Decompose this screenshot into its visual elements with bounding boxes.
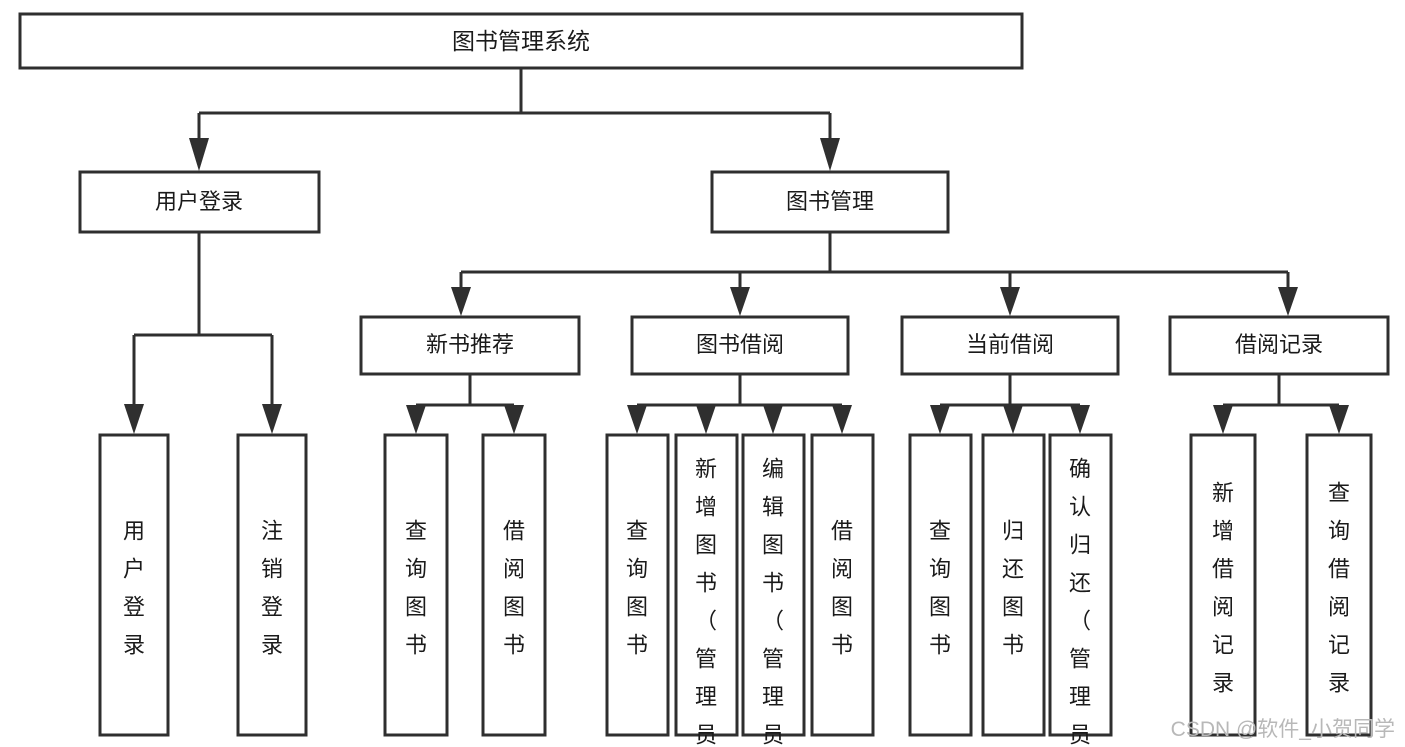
arrow-newbook-leaf-1: [406, 405, 426, 434]
leaf-node[interactable]: 用户登录: [98, 433, 170, 737]
leaf-node[interactable]: 新增图书（管理员）: [674, 433, 739, 747]
leaf-node[interactable]: 查询图书: [605, 433, 670, 737]
leaf-label: 确认归还（管理员）: [1069, 457, 1091, 747]
arrow-bookmgmt-to-newbook: [451, 287, 471, 316]
leaf-label: 查询图书: [405, 519, 427, 658]
leaf-layer: 用户登录 注销登录 查询图书 借阅图书 查询图书 新增图书（管理员）: [98, 433, 1373, 747]
arrow-bookmgmt-to-record: [1278, 287, 1298, 316]
leaf-box: [236, 433, 308, 737]
leaf-box: [1305, 433, 1373, 737]
node-user-login-label: 用户登录: [155, 189, 243, 214]
leaf-label: 新增图书（管理员）: [695, 457, 717, 747]
arrow-root-to-book-mgmt: [820, 138, 840, 171]
node-root-box: [18, 12, 1024, 70]
node-borrow-record[interactable]: 借阅记录: [1168, 315, 1390, 376]
leaf-node[interactable]: 查询借阅记录: [1305, 433, 1373, 737]
leaf-label: 注销登录: [261, 519, 283, 658]
node-current-borrow[interactable]: 当前借阅: [900, 315, 1120, 376]
leaf-label: 查询图书: [929, 519, 951, 658]
leaf-box: [1048, 433, 1113, 737]
arrow-borrow-leaf-1: [627, 405, 647, 434]
leaf-label: 查询借阅记录: [1328, 481, 1350, 696]
arrow-userlogin-leaf-1: [124, 404, 144, 434]
leaf-node[interactable]: 编辑图书（管理员）: [741, 433, 806, 747]
leaf-box: [741, 433, 806, 737]
arrow-newbook-leaf-2: [504, 405, 524, 434]
leaf-node[interactable]: 归还图书: [981, 433, 1046, 737]
csdn-watermark: CSDN @软件_小贺同学: [1171, 718, 1395, 741]
leaf-box: [1189, 433, 1257, 737]
node-new-book-recommend-label: 新书推荐: [426, 332, 514, 357]
leaf-box: [810, 433, 875, 737]
leaf-node[interactable]: 确认归还（管理员）: [1048, 433, 1113, 747]
leaf-node[interactable]: 新增借阅记录: [1189, 433, 1257, 737]
leaf-box: [674, 433, 739, 737]
arrow-bookmgmt-to-borrow: [730, 287, 750, 316]
leaf-node[interactable]: 借阅图书: [481, 433, 547, 737]
leaf-box: [98, 433, 170, 737]
arrow-borrow-leaf-3: [763, 405, 783, 434]
leaf-box: [605, 433, 670, 737]
node-book-borrow-box: [630, 315, 850, 376]
node-root-label: 图书管理系统: [452, 28, 590, 54]
leaf-node[interactable]: 查询图书: [908, 433, 973, 737]
arrow-userlogin-leaf-2: [262, 404, 282, 434]
leaf-label: 借阅图书: [831, 519, 853, 658]
leaf-label: 借阅图书: [503, 519, 525, 658]
arrow-borrow-leaf-2: [696, 405, 716, 434]
node-borrow-record-label: 借阅记录: [1235, 332, 1323, 357]
leaf-label: 新增借阅记录: [1212, 481, 1234, 696]
node-root-system[interactable]: 图书管理系统: [18, 12, 1024, 70]
node-user-login[interactable]: 用户登录: [78, 170, 321, 234]
leaf-node[interactable]: 注销登录: [236, 433, 308, 737]
node-borrow-record-box: [1168, 315, 1390, 376]
node-new-book-recommend[interactable]: 新书推荐: [359, 315, 581, 376]
arrow-record-leaf-1: [1213, 405, 1233, 434]
node-new-book-recommend-box: [359, 315, 581, 376]
arrow-current-leaf-1: [930, 405, 950, 434]
node-book-borrow[interactable]: 图书借阅: [630, 315, 850, 376]
arrow-current-leaf-3: [1070, 405, 1090, 434]
node-book-management-box: [710, 170, 950, 234]
leaf-node[interactable]: 借阅图书: [810, 433, 875, 737]
leaf-label: 用户登录: [123, 519, 145, 658]
leaf-box: [908, 433, 973, 737]
arrow-root-to-user-login: [189, 138, 209, 171]
leaf-box: [981, 433, 1046, 737]
leaf-box: [481, 433, 547, 737]
node-book-borrow-label: 图书借阅: [696, 332, 784, 357]
leaf-node[interactable]: 查询图书: [383, 433, 449, 737]
node-user-login-box: [78, 170, 321, 234]
node-book-management[interactable]: 图书管理: [710, 170, 950, 234]
arrow-bookmgmt-to-current: [1000, 287, 1020, 316]
connector-layer: [124, 68, 1349, 434]
arrow-record-leaf-2: [1329, 405, 1349, 434]
leaf-label: 归还图书: [1002, 519, 1024, 658]
arrow-current-leaf-2: [1003, 405, 1023, 434]
arrow-borrow-leaf-4: [832, 405, 852, 434]
node-book-management-label: 图书管理: [786, 189, 874, 214]
node-current-borrow-box: [900, 315, 1120, 376]
node-current-borrow-label: 当前借阅: [966, 332, 1054, 357]
leaf-label: 编辑图书（管理员）: [762, 457, 784, 747]
leaf-box: [383, 433, 449, 737]
leaf-label: 查询图书: [626, 519, 648, 658]
